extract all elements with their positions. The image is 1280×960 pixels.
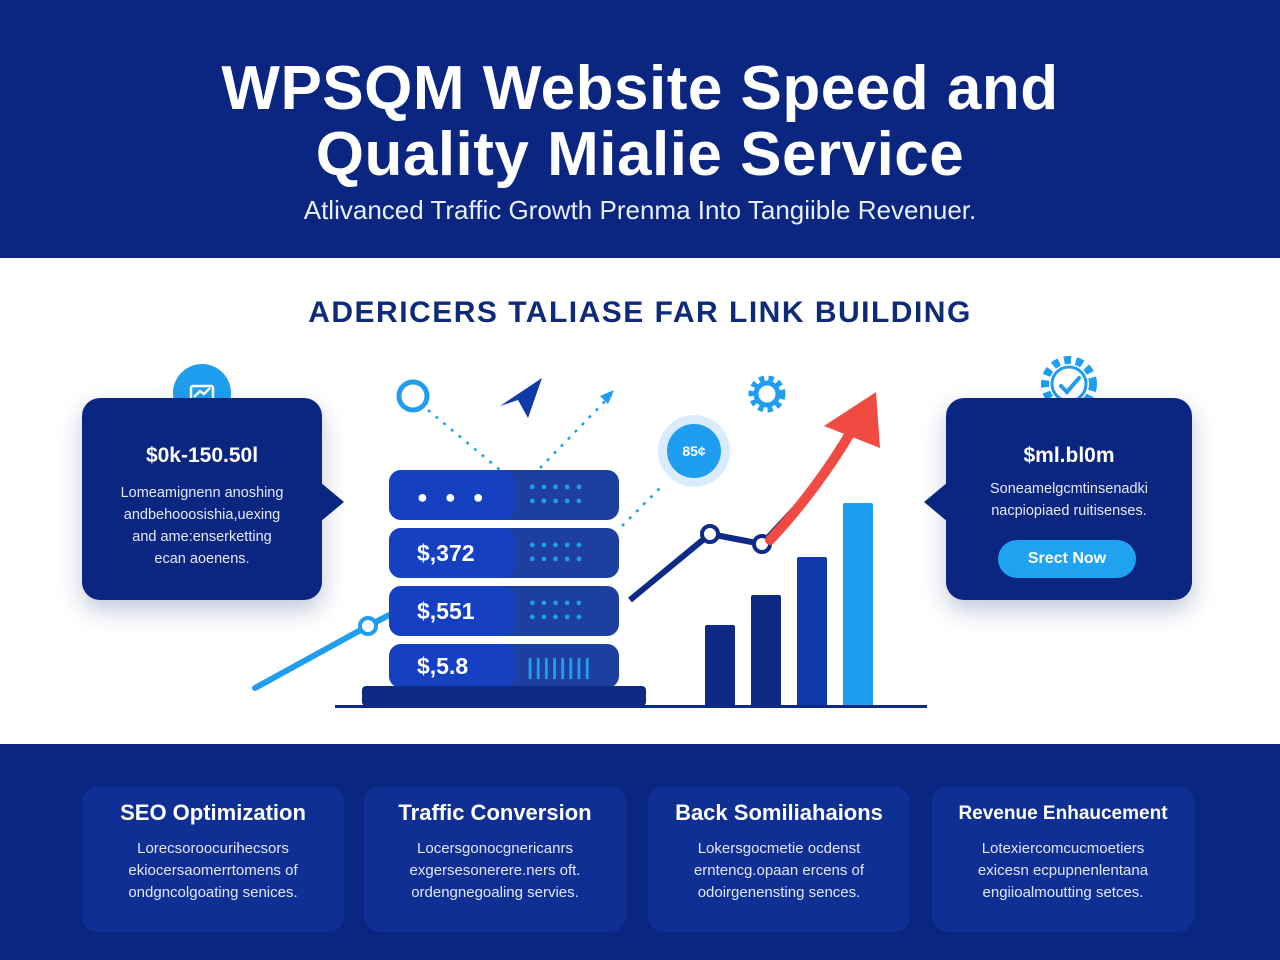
feature-title: Revenue Enhaucement [958, 803, 1168, 824]
left-card-line: and ame:enserketting [132, 529, 272, 545]
right-card-line: Soneamelgcmtinsenadki [990, 481, 1148, 497]
server-row-label: $,5.8 [389, 644, 515, 688]
feature-card-seo: SEO Optimization Lorecsoroocurihecsors e… [82, 786, 344, 932]
chart-bar [751, 595, 781, 705]
features-section: SEO Optimization Lorecsoroocurihecsors e… [0, 744, 1280, 960]
red-growth-arrow-icon [765, 392, 880, 545]
growth-line-chart [628, 487, 815, 603]
page-title: WPSQM Website Speed and Quality Mialie S… [0, 56, 1280, 188]
price-bubble-label: 85¢ [667, 424, 721, 478]
left-card-figure: $0k-150.50l [145, 444, 259, 467]
right-card-line: nacpiopiaed ruitisenses. [991, 503, 1147, 519]
hero-banner: WPSQM Website Speed and Quality Mialie S… [0, 0, 1280, 258]
led-grid-icon: ●●●●●●●●●● [529, 481, 588, 507]
paper-plane-icon [500, 378, 542, 418]
dotted-arrow-tip-icon [600, 390, 614, 404]
right-card-figure: $ml.bl0m [1023, 444, 1115, 467]
start-now-button[interactable]: Srect Now [998, 540, 1136, 578]
chart-bar [797, 557, 827, 705]
vent-bars-icon: |||||||| [527, 654, 593, 679]
gear-icon [748, 375, 786, 413]
feature-card-revenue: Revenue Enhaucement Lotexiercomcucmoetie… [932, 786, 1194, 932]
feature-title: Traffic Conversion [398, 800, 592, 825]
server-row: $,551 ●●●●●●●●●● [389, 586, 619, 636]
server-row-label: ● ● ● [389, 470, 515, 520]
circle-outline-icon [396, 379, 430, 413]
feature-title: Back Somiliahaions [675, 800, 883, 825]
left-card-line: ecan aoenens. [154, 551, 250, 567]
led-grid-icon: ●●●●●●●●●● [529, 539, 588, 565]
server-base [362, 686, 646, 706]
server-row-label: $,372 [389, 528, 515, 578]
chart-bar [843, 503, 873, 705]
left-info-card: $0k-150.50l Lomeamignenn anoshing andbeh… [82, 398, 344, 600]
status-dots-icon: ● ● ● [417, 487, 490, 507]
chart-bar [705, 625, 735, 705]
illustration-section: ADERICERS TALIASE FAR LINK BUILDING [0, 258, 1280, 744]
feature-text: Locersgonocgnericanrs exgersesonerere.ne… [409, 840, 581, 901]
feature-card-back: Back Somiliahaions Lokersgocmetie ocdens… [648, 786, 910, 932]
feature-text: Lotexiercomcucmoetiers exicesn ecpupnenl… [977, 840, 1149, 901]
left-card-text: Lomeamignenn anoshing andbehooosishia,ue… [100, 482, 304, 570]
illustration-graphics [252, 354, 1099, 691]
price-bubble: 85¢ [658, 415, 730, 487]
feature-card-traffic: Traffic Conversion Locersgonocgnericanrs… [364, 786, 626, 932]
server-row: ● ● ● ●●●●●●●●●● [389, 470, 619, 520]
left-card-line: Lomeamignenn anoshing [120, 485, 284, 501]
section-title: ADERICERS TALIASE FAR LINK BUILDING [308, 296, 972, 329]
led-grid-icon: ●●●●●●●●●● [529, 597, 588, 623]
right-card-text: Soneamelgcmtinsenadki nacpiopiaed ruitis… [964, 478, 1174, 522]
server-row: $,372 ●●●●●●●●●● [389, 528, 619, 578]
server-row-label: $,551 [389, 586, 515, 636]
feature-text: Lorecsoroocurihecsors ekiocersaomerrtome… [128, 840, 298, 901]
dotted-connector-lines [427, 393, 665, 527]
feature-text: Lokersgocmetie ocdenst erntencg.opaan er… [693, 840, 865, 901]
chart-baseline [335, 705, 927, 708]
title-line-2: Quality Mialie Service [315, 120, 965, 189]
left-card-line: andbehooosishia,uexing [123, 507, 281, 523]
server-row: $,5.8 |||||||| [389, 644, 619, 688]
right-info-card: $ml.bl0m Soneamelgcmtinsenadki nacpiopia… [924, 398, 1192, 600]
feature-title: SEO Optimization [120, 800, 306, 825]
page-subtitle: Atlivanced Traffic Growth Prenma Into Ta… [303, 195, 977, 225]
title-line-1: WPSQM Website Speed and [221, 54, 1059, 123]
